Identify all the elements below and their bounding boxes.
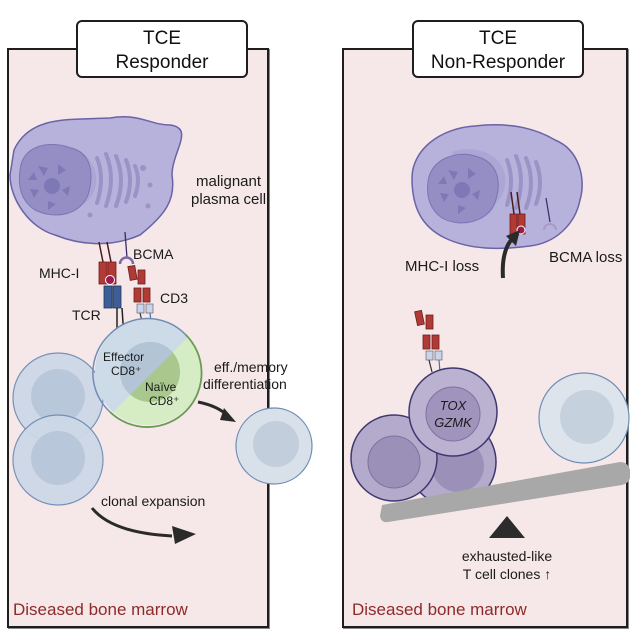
gzmk-label: GZMK — [434, 415, 473, 430]
responder-title-line2: Responder — [115, 52, 209, 73]
bcma-loss-label: BCMA loss — [549, 249, 622, 266]
clonal-expansion-arrow — [90, 507, 173, 538]
differentiation-label-line1: eff./memory — [214, 359, 288, 375]
mhc-loss-arrowhead — [506, 230, 520, 246]
exhausted-t-cells — [350, 367, 498, 507]
seesaw-beam — [380, 462, 630, 523]
memory-t-cell — [235, 407, 313, 485]
non-responder-title-line2: Non-Responder — [430, 52, 566, 73]
responder-title-box: TCE Responder — [76, 20, 248, 78]
malignant-label-line2: plasma cell — [191, 191, 266, 208]
non-responder-title-line1: TCE — [479, 28, 517, 49]
clonal-t-cells — [12, 352, 104, 506]
mhc-loss-label: MHC-I loss — [405, 258, 479, 275]
bcma-label: BCMA — [133, 246, 174, 262]
differentiation-label-line2: differentiation — [203, 376, 287, 392]
cd3-label: CD3 — [160, 290, 188, 306]
seesaw-fulcrum — [489, 516, 525, 538]
effector-naive-cd8-cell — [92, 317, 203, 428]
clonal-expansion-arrowhead — [172, 526, 196, 544]
clonal-expansion-label: clonal expansion — [101, 493, 205, 509]
effector-t-cell-right — [538, 372, 630, 464]
exhausted-label-line2: T cell clones ↑ — [463, 566, 551, 582]
malignant-label-line1: malignant — [196, 173, 262, 190]
plasma-cell-right — [411, 124, 583, 250]
mhc-tcr-complex — [98, 241, 125, 339]
plasma-cell-left — [9, 116, 183, 245]
responder-footer-label: Diseased bone marrow — [13, 600, 188, 619]
non-responder-title-box: TCE Non-Responder — [412, 20, 584, 78]
differentiation-arrowhead — [220, 408, 236, 422]
responder-title-line1: TCE — [143, 28, 181, 49]
naive-label-line1: Naïve — [145, 380, 177, 394]
non-responder-footer-label: Diseased bone marrow — [352, 600, 527, 619]
mhc-label: MHC-I — [39, 265, 79, 281]
cd3-engager-right — [414, 309, 443, 373]
naive-label-line2: CD8⁺ — [149, 394, 179, 408]
effector-label-line2: CD8⁺ — [111, 364, 141, 378]
tox-label: TOX — [440, 398, 468, 413]
exhausted-label-line1: exhausted-like — [462, 548, 552, 564]
tcr-label: TCR — [72, 307, 101, 323]
effector-label-line1: Effector — [103, 350, 144, 364]
